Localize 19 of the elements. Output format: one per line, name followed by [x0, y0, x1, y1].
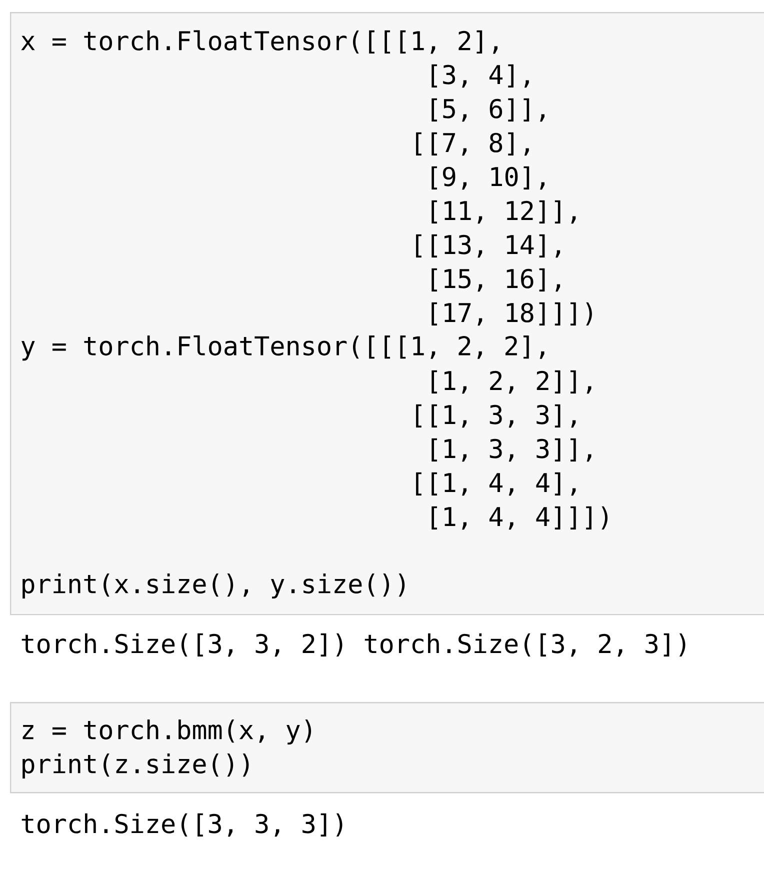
code-line: [3, 4], — [432, 64, 529, 88]
code-line: [15, 16], — [432, 268, 560, 292]
code-line: print(x.size(), y.size()) — [22, 573, 405, 599]
code-line: [1, 3, 3]], — [432, 438, 592, 462]
code-line: [11, 12]], — [432, 200, 576, 224]
code-line: print(z.size()) — [22, 753, 249, 779]
code-line: [[1, 4, 4], — [416, 472, 576, 496]
code-line: y = torch.FloatTensor([[[1, 2, 2], — [22, 335, 544, 361]
code-line: [[13, 14], — [416, 234, 560, 258]
code-line: [17, 18]]]) — [432, 302, 592, 326]
code-line: [1, 4, 4]]]) — [432, 506, 608, 530]
code-line: [[7, 8], — [416, 132, 529, 156]
code-line: [[1, 3, 3], — [416, 404, 576, 428]
code-line: [5, 6]], — [432, 98, 544, 122]
output-text: torch.Size([3, 3, 2]) torch.Size([3, 2, 3]) — [22, 633, 686, 657]
code-line: x = torch.FloatTensor([[[1, 2], — [21, 30, 498, 54]
code-line: z = torch.bmm(x, y) — [22, 719, 312, 745]
code-line: [9, 10], — [432, 166, 544, 190]
code-line: [1, 2, 2]], — [432, 370, 592, 394]
